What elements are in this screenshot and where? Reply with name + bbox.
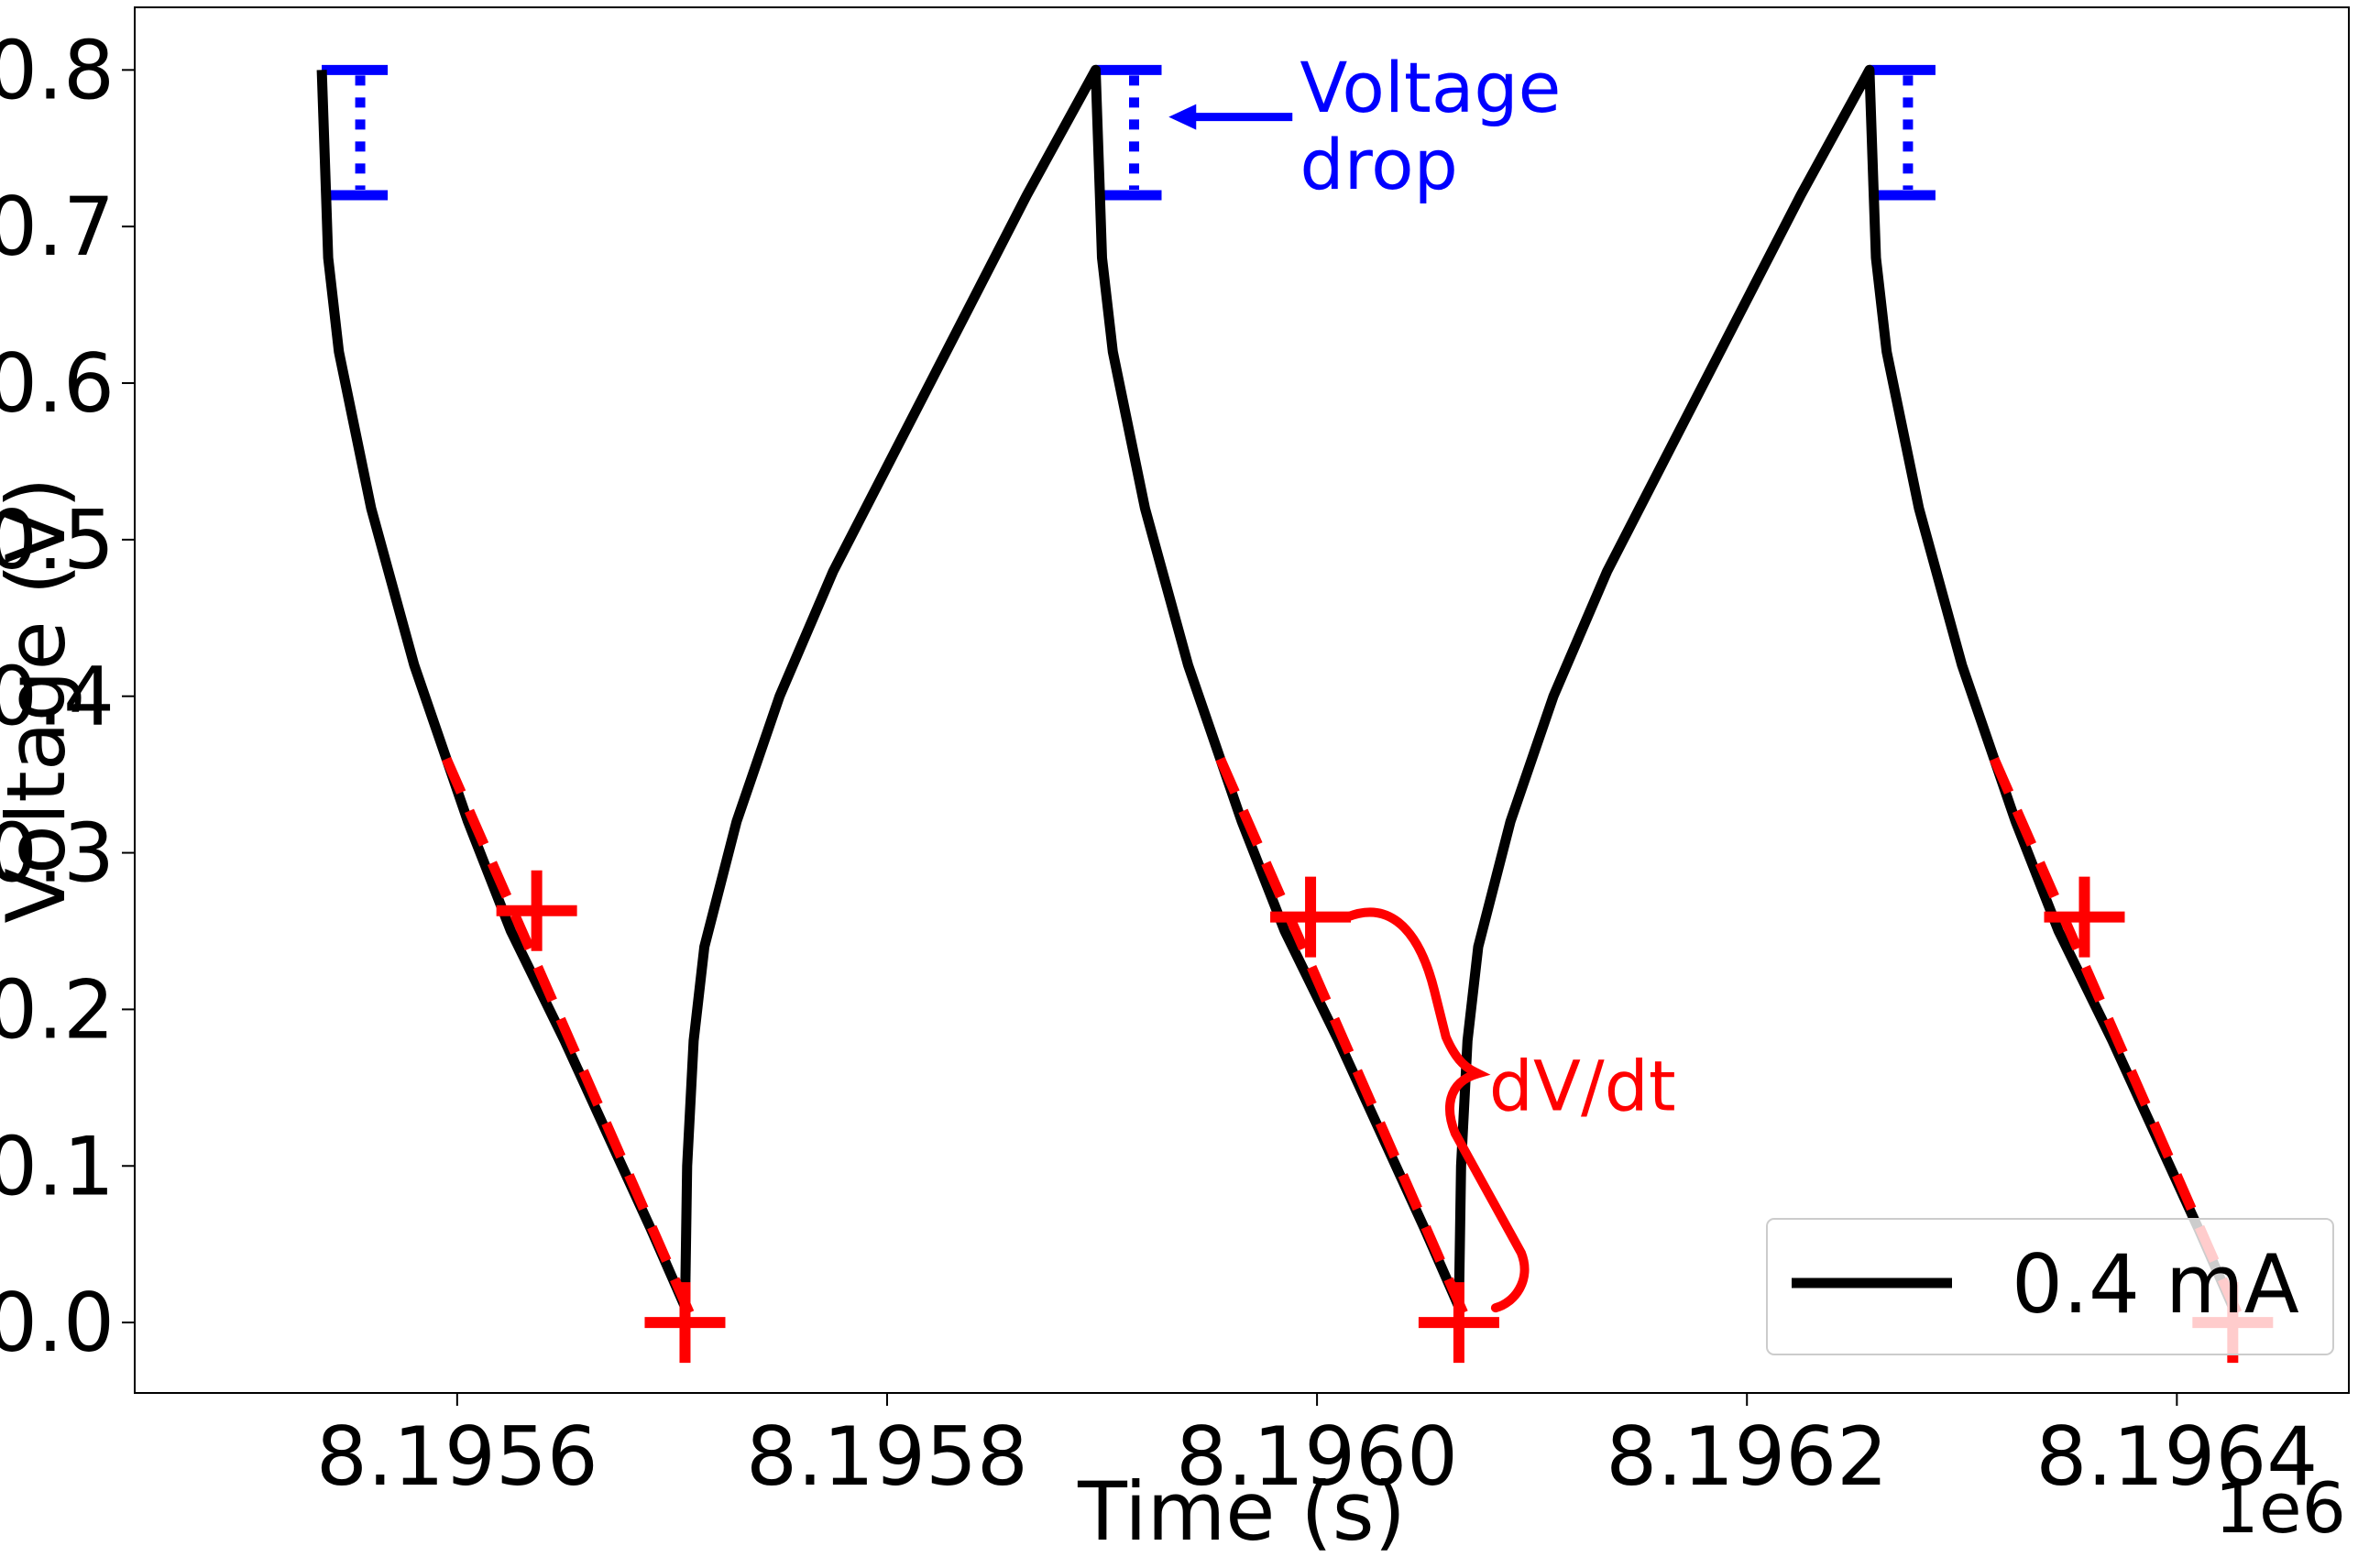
dvdt-annotation-label: dV/dt [1489,1045,1676,1126]
y-tick-label: 0.7 [0,180,115,274]
dvdt-marker [2044,876,2125,958]
x-tick-label: 8.1964 [2035,1409,2318,1504]
x-axis-label: Time (s) [1077,1464,1406,1559]
legend-box [1766,1218,2334,1355]
legend: 0.4 mA [1766,1218,2334,1355]
y-tick-label: 0.3 [0,806,115,901]
y-axis-label: Voltage (V) [0,477,83,924]
x-axis-offset-label: 1e6 [2215,1467,2346,1549]
dvdt-marker [1270,876,1352,958]
x-tick-label: 8.1956 [316,1409,598,1504]
axes-frame [134,6,2350,1394]
y-tick-label: 0.2 [0,962,115,1057]
voltage-drop-annotation-line-1: Voltage [1300,47,1561,128]
annotations: Voltage drop dV/dt [1300,47,1675,1127]
legend-label-0-4-ma: 0.4 mA [2012,1237,2299,1332]
y-tick-label: 0.0 [0,1276,115,1370]
y-tick-label: 0.8 [0,23,115,117]
dvdt-marker [496,870,577,951]
dvdt-curly-brace [1343,907,1530,1313]
x-tick-label: 8.1960 [1176,1409,1458,1504]
y-tick-label: 0.1 [0,1119,115,1213]
voltage-drop-arrowhead [1168,104,1197,130]
dvdt-fit-line [1215,756,1473,1325]
x-tick-label: 8.1962 [1606,1409,1888,1504]
x-tick-label: 8.1958 [746,1409,1028,1504]
dvdt-fit-line [442,756,698,1325]
dvdt-marker [644,1282,726,1364]
y-tick-label: 0.6 [0,336,115,431]
voltage-drop-annotation-line-2: drop [1300,124,1458,205]
y-tick-label: 0.4 [0,650,115,744]
x-axis-ticks: 8.1956 8.1958 8.1960 8.1962 8.1964 [316,1393,2318,1504]
series-line-0-4-ma [316,64,2238,1312]
dvdt-marker [1418,1282,1499,1364]
y-tick-label: 0.5 [0,493,115,587]
y-axis-ticks: 0.0 0.1 0.2 0.3 0.4 0.5 0.6 0.7 0.8 [0,23,135,1370]
